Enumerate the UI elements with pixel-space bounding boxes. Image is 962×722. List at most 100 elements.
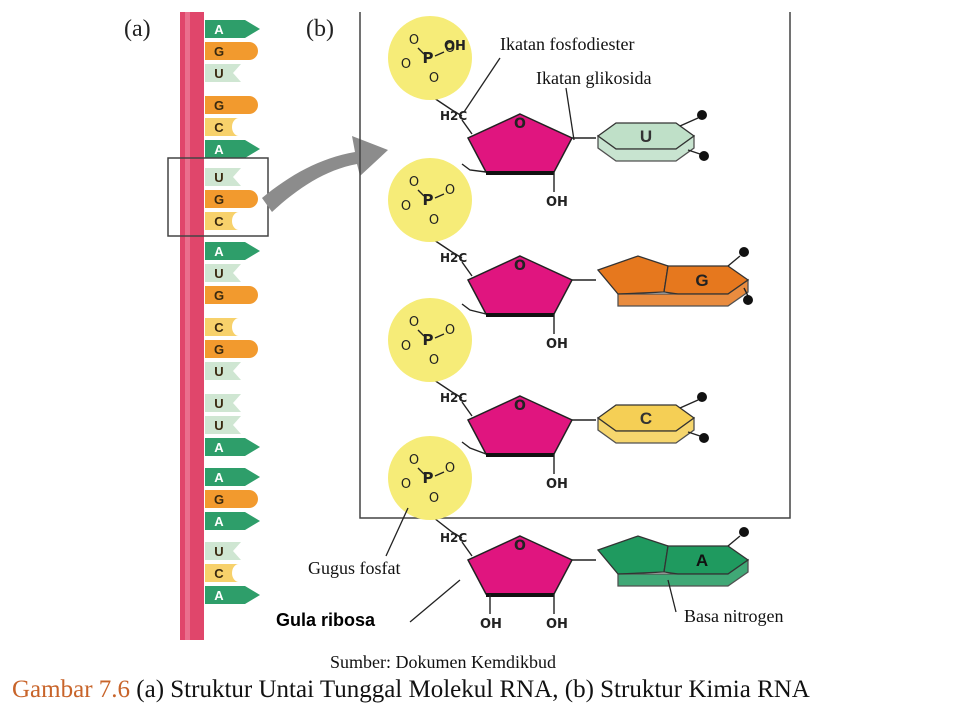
oxygen-symbol: O <box>445 461 455 476</box>
glikosida-pointer <box>565 87 575 141</box>
strand-tag <box>205 118 239 136</box>
strand-tag-letter: A <box>214 588 224 603</box>
ring-oxygen: O <box>514 116 526 132</box>
strand-tag-letter: A <box>214 142 224 157</box>
strand-tag <box>205 542 241 560</box>
strand-tag <box>205 212 239 230</box>
nucleotide-chain: POOOOOH2COHUPOOOOOH2COHGPOOOOOH2COHCPOOO… <box>388 16 753 632</box>
backbone-bond <box>461 441 487 455</box>
hydroxyl-group: OH <box>546 477 568 492</box>
substituent-dot <box>699 433 709 443</box>
strand-tag-letter: G <box>214 342 224 357</box>
ring-oxygen: O <box>514 538 526 554</box>
gugus-fosfat-pointer <box>385 507 409 557</box>
oxygen-symbol: O <box>429 491 439 506</box>
label-basa-nitrogen: Basa nitrogen <box>684 606 783 626</box>
strand-tag-letter: A <box>214 440 224 455</box>
oxygen-symbol: O <box>409 33 419 48</box>
backbone-bond <box>433 239 463 259</box>
phosphate-circle <box>388 16 472 100</box>
ring-oxygen: O <box>514 258 526 274</box>
strand-tag-letter: U <box>214 544 223 559</box>
base-letter: C <box>640 409 652 428</box>
phosphorus-symbol: P <box>423 191 434 209</box>
strand-tag <box>205 512 260 530</box>
phosphorus-symbol: P <box>423 331 434 349</box>
backbone-bond <box>433 517 463 539</box>
strand-tag-letter: G <box>214 44 224 59</box>
ribose-sugar: O H2C OH <box>440 109 596 210</box>
strand-tag-letter: U <box>214 418 223 433</box>
strand-tag-letter: U <box>214 364 223 379</box>
oxygen-symbol: O <box>409 175 419 190</box>
rna-backbone <box>180 12 204 640</box>
h2c-group: H2C <box>440 531 467 545</box>
nitrogen-base: G <box>596 247 753 307</box>
strand-tag <box>205 416 241 434</box>
strand-tag-letter: U <box>214 66 223 81</box>
oxygen-symbol: O <box>445 41 455 56</box>
panel-b-label: (b) <box>306 16 334 42</box>
figure-caption: Gambar 7.6 (a) Struktur Untai Tunggal Mo… <box>0 676 962 704</box>
backbone-bond <box>433 97 463 117</box>
h2c-group: H2C <box>440 109 467 123</box>
oxygen-symbol: O <box>401 339 411 354</box>
strand-tag-letter: C <box>214 320 224 335</box>
substituent-dot <box>739 527 749 537</box>
strand-tag <box>205 394 241 412</box>
strand-tag-letter: C <box>214 120 224 135</box>
phosphate-circle <box>388 436 472 520</box>
oxygen-symbol: O <box>409 453 419 468</box>
label-glikosida: Ikatan glikosida <box>536 68 651 88</box>
gula-ribosa-pointer <box>409 579 461 623</box>
strand-tag <box>205 96 258 114</box>
hydroxyl-group: OH <box>546 195 568 210</box>
oxygen-symbol: O <box>445 323 455 338</box>
strand-tag <box>205 42 258 60</box>
backbone-bond <box>433 379 463 399</box>
source-text: Sumber: Dokumen Kemdikbud <box>330 652 556 672</box>
base-letter: U <box>640 127 652 146</box>
phosphate-circle <box>388 158 472 242</box>
hydroxyl-group: OH <box>480 617 502 632</box>
strand-tag <box>205 264 241 282</box>
basa-nitrogen-pointer <box>667 579 677 613</box>
strand-tag-letter: U <box>214 170 223 185</box>
strand-tag <box>205 490 258 508</box>
nitrogen-base: C <box>596 392 709 444</box>
strand-tag <box>205 168 241 186</box>
strand-tag <box>205 318 239 336</box>
base-letter: A <box>696 551 708 570</box>
label-gugus-fosfat: Gugus fosfat <box>308 558 401 578</box>
substituent-dot <box>697 392 707 402</box>
base-letter: G <box>695 271 708 290</box>
substituent-dot <box>739 247 749 257</box>
strand-tag <box>205 140 260 158</box>
strand-tag-letter: G <box>214 288 224 303</box>
strand-tag <box>205 20 260 38</box>
zoom-arrow-icon <box>262 136 388 212</box>
purine-five-ring <box>596 255 669 295</box>
strand-tag <box>205 586 260 604</box>
rna-backbone-highlight <box>185 12 190 640</box>
strand-tag-letter: A <box>214 470 224 485</box>
ring-oxygen: O <box>514 398 526 414</box>
backbone-bond <box>461 163 487 173</box>
strand-tag-letter: C <box>214 566 224 581</box>
h2c-group: H2C <box>440 391 467 405</box>
hydroxyl-group: OH <box>546 337 568 352</box>
oxygen-symbol: O <box>401 199 411 214</box>
strand-tag-letter: U <box>214 266 223 281</box>
strand-tag <box>205 286 258 304</box>
phosphate-circle <box>388 298 472 382</box>
label-gula-ribosa: Gula ribosa <box>276 610 376 630</box>
strand-tag-letter: U <box>214 396 223 411</box>
strand-tag <box>205 362 241 380</box>
